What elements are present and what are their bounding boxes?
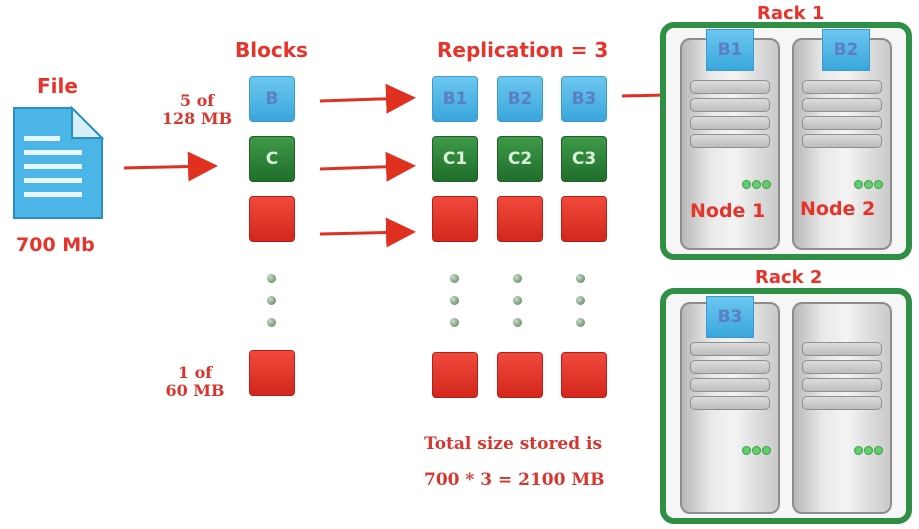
drive-slot xyxy=(802,342,882,356)
block-size-label-bottom: 1 of 60 MB xyxy=(155,364,235,400)
total-size-line1: Total size stored is xyxy=(424,434,603,454)
ellipsis-dot xyxy=(450,318,459,327)
file-size: 700 Mb xyxy=(16,234,95,256)
file-title: File xyxy=(37,74,78,98)
block-b: B xyxy=(249,76,295,122)
status-led xyxy=(762,446,771,455)
drive-slot xyxy=(690,134,770,148)
rack-1: B1 B2 Node 1 Node 2 xyxy=(660,22,912,260)
arrow-file-to-blocks xyxy=(123,151,218,182)
status-led xyxy=(854,446,863,455)
server-node xyxy=(792,302,892,514)
rack-1-title: Rack 1 xyxy=(757,3,825,24)
replica-b3: B3 xyxy=(561,76,607,122)
ellipsis-dot xyxy=(513,318,522,327)
replica-c2: C2 xyxy=(497,136,543,182)
drive-slot xyxy=(802,116,882,130)
replica-c3: C3 xyxy=(561,136,607,182)
ellipsis-dot xyxy=(576,274,585,283)
replica-c1: C1 xyxy=(432,136,478,182)
block-size-text: 128 MB xyxy=(161,109,233,128)
total-size-line2: 700 * 3 = 2100 MB xyxy=(424,470,605,490)
status-led xyxy=(762,180,771,189)
drive-slot xyxy=(802,80,882,94)
ellipsis-dot xyxy=(576,296,585,305)
drive-slot xyxy=(690,98,770,112)
drive-slot xyxy=(690,378,770,392)
replica-red xyxy=(432,196,478,242)
ellipsis-dot xyxy=(450,274,459,283)
replica-red xyxy=(561,196,607,242)
node-2-label: Node 2 xyxy=(800,198,876,220)
document-icon xyxy=(13,105,105,219)
drive-slot xyxy=(690,80,770,94)
ellipsis-dot xyxy=(513,296,522,305)
block-size-text: 60 MB xyxy=(165,381,225,400)
arrow-red-to-replicas xyxy=(319,217,416,248)
replica-red xyxy=(497,196,543,242)
drive-slot xyxy=(802,378,882,392)
drive-slot xyxy=(690,342,770,356)
replica-b2: B2 xyxy=(497,76,543,122)
block-red xyxy=(249,196,295,242)
rack-2-title: Rack 2 xyxy=(755,267,823,288)
stored-block-b3: B3 xyxy=(706,296,754,338)
status-led xyxy=(742,446,751,455)
block-last xyxy=(249,350,295,396)
stored-block-b1: B1 xyxy=(706,29,754,71)
drive-slot xyxy=(690,360,770,374)
replica-last xyxy=(497,352,543,398)
drive-slot xyxy=(690,396,770,410)
arrow-c-to-replicas xyxy=(319,151,416,182)
status-led xyxy=(854,180,863,189)
block-count-text: 1 of xyxy=(177,363,213,382)
status-led xyxy=(742,180,751,189)
blocks-title: Blocks xyxy=(235,38,308,62)
server-node-1 xyxy=(680,38,780,250)
drive-slot xyxy=(802,98,882,112)
status-led xyxy=(752,180,761,189)
replica-last xyxy=(432,352,478,398)
drive-slot xyxy=(802,134,882,148)
drive-slot xyxy=(802,396,882,410)
ellipsis-dot xyxy=(576,318,585,327)
ellipsis-dot xyxy=(450,296,459,305)
status-led xyxy=(864,446,873,455)
rack-2: B3 xyxy=(660,288,912,524)
ellipsis-dot xyxy=(267,296,276,305)
replica-last xyxy=(561,352,607,398)
block-size-label-top: 5 of 128 MB xyxy=(157,92,237,128)
ellipsis-dot xyxy=(267,274,276,283)
block-c: C xyxy=(249,136,295,182)
status-led xyxy=(874,180,883,189)
stored-block-b2: B2 xyxy=(822,29,870,71)
status-led xyxy=(752,446,761,455)
drive-slot xyxy=(802,360,882,374)
status-led xyxy=(864,180,873,189)
replica-b1: B1 xyxy=(432,76,478,122)
ellipsis-dot xyxy=(513,274,522,283)
block-count-text: 5 of xyxy=(179,91,215,110)
arrow-b-to-replicas xyxy=(319,83,416,114)
status-led xyxy=(874,446,883,455)
node-1-label: Node 1 xyxy=(690,200,766,222)
replication-title: Replication = 3 xyxy=(437,38,609,62)
drive-slot xyxy=(690,116,770,130)
ellipsis-dot xyxy=(267,318,276,327)
